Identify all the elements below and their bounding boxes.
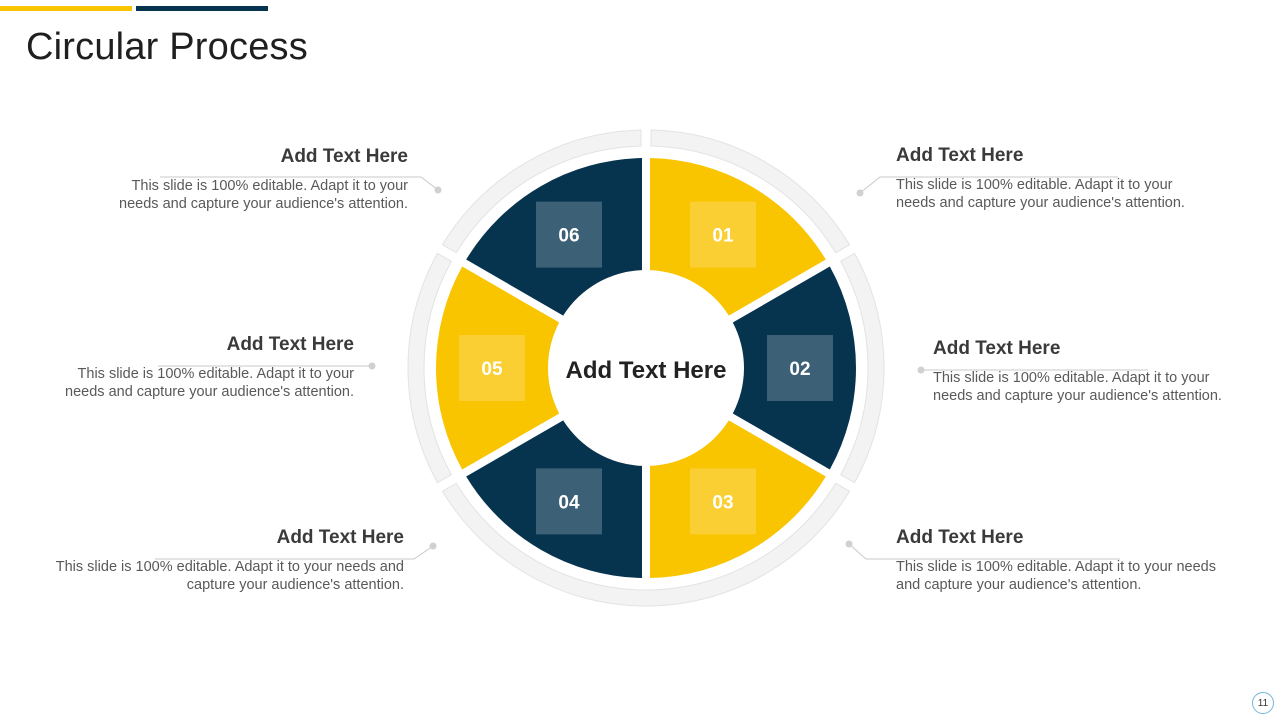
callout-heading-06: Add Text Here [280, 146, 408, 167]
center-label: Add Text Here [566, 357, 727, 384]
segment-badge-02 [767, 335, 833, 401]
segment-number-05: 05 [481, 359, 503, 380]
segment-badge-01 [690, 201, 756, 268]
segment-badge-03 [690, 468, 756, 535]
callout-04: Add Text Here This slide is 100% editabl… [24, 527, 404, 594]
callout-heading-04: Add Text Here [276, 527, 404, 548]
outer-ring-arc [407, 252, 452, 484]
connector-dot-06 [434, 186, 442, 194]
callout-body-01: This slide is 100% editable. Adapt it to… [896, 177, 1185, 211]
segment-badge-06 [536, 201, 602, 268]
callout-body-06: This slide is 100% editable. Adapt it to… [119, 178, 408, 212]
callout-body-03: This slide is 100% editable. Adapt it to… [896, 559, 1216, 593]
callout-05: Add Text Here This slide is 100% editabl… [0, 334, 354, 401]
segment-01 [650, 158, 826, 316]
callout-connectors [155, 176, 1148, 560]
process-segments [436, 158, 856, 578]
center-disk [550, 272, 742, 464]
segment-labels: 01 02 03 04 05 06 [459, 201, 833, 535]
callout-heading-02: Add Text Here [933, 338, 1061, 359]
callout-heading-03: Add Text Here [896, 527, 1024, 548]
callout-02: Add Text Here This slide is 100% editabl… [933, 338, 1280, 405]
callout-heading-05: Add Text Here [226, 334, 354, 355]
callout-06: Add Text Here This slide is 100% editabl… [28, 146, 408, 213]
segment-02 [732, 266, 856, 470]
segment-number-02: 02 [789, 359, 810, 380]
outer-ring-arc [650, 129, 851, 254]
callout-01: Add Text Here This slide is 100% editabl… [896, 145, 1276, 212]
connector-04 [155, 545, 434, 560]
page-title: Circular Process [26, 26, 308, 68]
connector-dot-04 [429, 542, 437, 550]
callout-body-05: This slide is 100% editable. Adapt it to… [65, 366, 354, 400]
connector-01 [859, 176, 1118, 194]
accent-bar-navy [136, 6, 268, 11]
callout-03: Add Text Here This slide is 100% editabl… [896, 527, 1276, 594]
segment-badge-05 [459, 335, 525, 401]
callout-heading-01: Add Text Here [896, 145, 1024, 166]
segment-05 [436, 266, 560, 470]
connector-03 [848, 543, 1120, 560]
callout-body-02: This slide is 100% editable. Adapt it to… [933, 370, 1222, 404]
segment-06 [466, 158, 642, 316]
connector-dot-05 [368, 362, 376, 370]
connector-dot-03 [845, 540, 853, 548]
accent-bar-yellow [0, 6, 132, 11]
connector-dot-02 [917, 366, 925, 374]
connector-dot-01 [856, 189, 864, 197]
segment-number-06: 06 [558, 226, 579, 247]
outer-ring-arc [441, 482, 851, 607]
segment-number-01: 01 [712, 226, 734, 247]
segment-number-03: 03 [712, 492, 733, 513]
segment-number-04: 04 [558, 492, 580, 513]
callout-body-04: This slide is 100% editable. Adapt it to… [55, 559, 404, 593]
page-number: 11 [1252, 692, 1274, 714]
connector-06 [160, 176, 439, 191]
segment-04 [466, 420, 642, 578]
segment-03 [650, 420, 826, 578]
segment-badge-04 [536, 468, 602, 535]
outer-ring-arc [441, 129, 642, 254]
outer-ring [407, 129, 885, 607]
outer-ring-arc [840, 252, 885, 484]
